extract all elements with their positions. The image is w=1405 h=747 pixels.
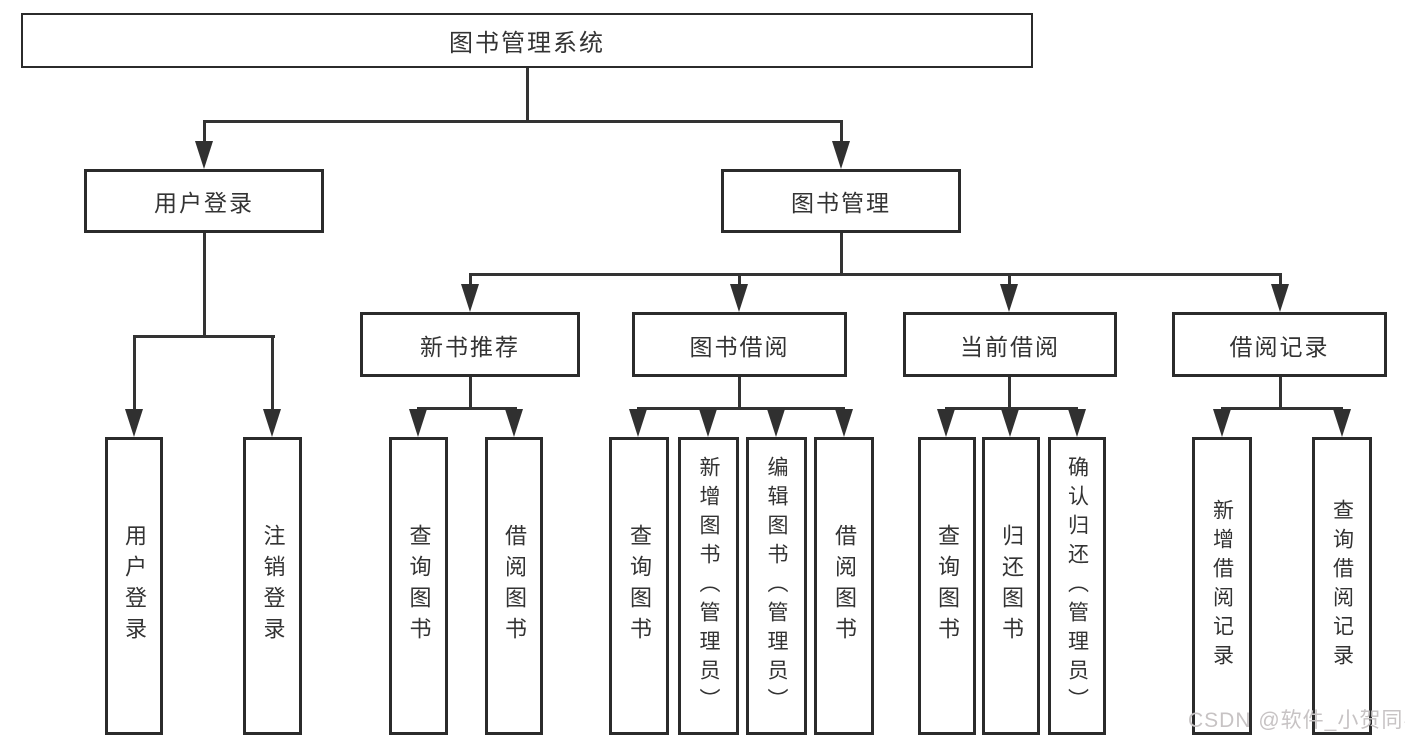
arrow-down-icon (1213, 409, 1231, 437)
arrow-down-icon (1271, 284, 1289, 312)
arrow-down-icon (1068, 409, 1086, 437)
arrow-down-icon (125, 409, 143, 437)
connector-stem (1279, 377, 1282, 407)
connector-stem-book-mgmt (840, 120, 843, 144)
csdn-watermark: CSDN @软件_小贺同学 (1188, 709, 1405, 732)
node-label: 新增图书（管理员） (697, 455, 720, 717)
node-label: 用户登录 (122, 524, 147, 648)
node-book-management: 图书管理 (721, 169, 961, 233)
arrow-down-icon (832, 141, 850, 169)
node-book-borrowing: 图书借阅 (632, 312, 847, 377)
node-leaf-confirm-return-admin: 确认归还（管理员） (1048, 437, 1106, 735)
node-label: 查询图书 (935, 524, 960, 648)
connector-stem-user-login (203, 120, 206, 144)
arrow-down-icon (767, 409, 785, 437)
node-leaf-add-books-admin: 新增图书（管理员） (678, 437, 739, 735)
arrow-down-icon (409, 409, 427, 437)
node-user-login: 用户登录 (84, 169, 324, 233)
node-leaf-user-login: 用户登录 (105, 437, 163, 735)
node-new-book-recommendation: 新书推荐 (360, 312, 580, 377)
arrow-down-icon (195, 141, 213, 169)
connector-level1-bar (203, 120, 843, 123)
node-leaf-borrow-books-recommend: 借阅图书 (485, 437, 543, 735)
node-label: 用户登录 (154, 190, 254, 216)
node-label: 借阅图书 (832, 524, 857, 648)
node-leaf-edit-books-admin: 编辑图书（管理员） (746, 437, 807, 735)
connector-stem (1279, 273, 1282, 286)
node-label: 归还图书 (999, 524, 1024, 648)
node-label: 注销登录 (260, 524, 286, 648)
node-current-borrowing: 当前借阅 (903, 312, 1117, 377)
node-leaf-query-books-recommend: 查询图书 (389, 437, 448, 735)
node-label: 图书管理系统 (449, 30, 605, 57)
arrow-down-icon (730, 284, 748, 312)
node-root-system: 图书管理系统 (21, 13, 1033, 68)
arrow-down-icon (505, 409, 523, 437)
connector-level2-bar (469, 273, 1282, 276)
arrow-down-icon (461, 284, 479, 312)
connector-bar (945, 407, 1078, 410)
node-label: 查询图书 (627, 524, 652, 648)
connector-bookmgmt-trunk (840, 233, 843, 273)
connector-root-trunk (526, 68, 529, 120)
connector-stem (738, 377, 741, 407)
connector-bar (1221, 407, 1343, 410)
connector-stem (469, 273, 472, 286)
node-leaf-add-borrow-record: 新增借阅记录 (1192, 437, 1252, 735)
node-leaf-borrow-books: 借阅图书 (814, 437, 874, 735)
node-leaf-query-borrow-record: 查询借阅记录 (1312, 437, 1372, 735)
node-label: 编辑图书（管理员） (765, 455, 788, 717)
node-label: 当前借阅 (960, 333, 1060, 360)
node-label: 查询借阅记录 (1330, 499, 1354, 673)
arrow-down-icon (1001, 409, 1019, 437)
connector-stem (738, 273, 741, 286)
arrow-down-icon (629, 409, 647, 437)
arrow-down-icon (835, 409, 853, 437)
connector-stem (1008, 273, 1011, 286)
connector-bar (417, 407, 517, 410)
node-leaf-query-books-current: 查询图书 (918, 437, 976, 735)
node-label: 借阅图书 (502, 524, 527, 648)
node-leaf-logout: 注销登录 (243, 437, 302, 735)
node-label: 确认归还（管理员） (1065, 455, 1089, 717)
node-leaf-return-books: 归还图书 (982, 437, 1040, 735)
connector-stem (271, 335, 274, 411)
connector-stem (1008, 377, 1011, 407)
node-label: 图书管理 (791, 190, 891, 216)
connector-userlogin-bar (133, 335, 275, 338)
node-label: 图书借阅 (689, 333, 790, 360)
connector-stem (469, 377, 472, 407)
connector-stem (133, 335, 136, 411)
arrow-down-icon (1333, 409, 1351, 437)
node-label: 查询图书 (406, 524, 432, 648)
connector-userlogin-trunk (203, 233, 206, 335)
node-label: 新增借阅记录 (1210, 499, 1234, 673)
node-leaf-query-books-borrow: 查询图书 (609, 437, 669, 735)
node-label: 新书推荐 (420, 333, 520, 360)
arrow-down-icon (937, 409, 955, 437)
node-borrowing-records: 借阅记录 (1172, 312, 1387, 377)
arrow-down-icon (699, 409, 717, 437)
arrow-down-icon (263, 409, 281, 437)
connector-bar (637, 407, 845, 410)
arrow-down-icon (1000, 284, 1018, 312)
node-label: 借阅记录 (1229, 333, 1330, 360)
